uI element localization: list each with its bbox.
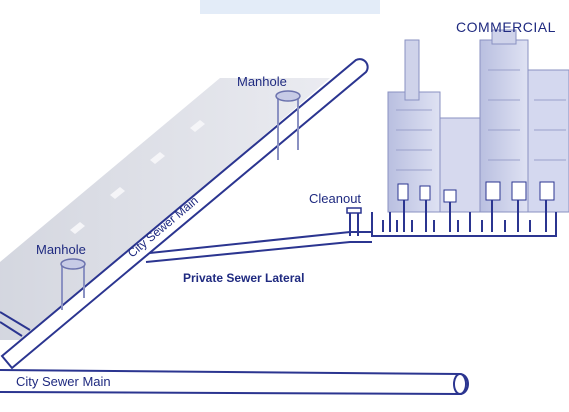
manhole-upper bbox=[275, 90, 301, 160]
side-branch-pipe bbox=[0, 311, 31, 337]
building-drains bbox=[371, 200, 557, 237]
cleanout-label: Cleanout bbox=[309, 191, 361, 206]
cleanout-cap bbox=[346, 207, 362, 214]
commercial-buildings bbox=[387, 29, 569, 213]
street-shadow bbox=[0, 78, 330, 340]
street-dashes bbox=[150, 152, 165, 164]
street-dash bbox=[70, 222, 85, 234]
city-sewer-main-bottom-pipe bbox=[0, 369, 469, 396]
street-dash bbox=[110, 187, 125, 199]
city-sewer-main-diagonal-pipe bbox=[0, 58, 369, 370]
street-dash bbox=[190, 120, 205, 132]
commercial-heading: COMMERCIAL bbox=[456, 19, 556, 35]
private-sewer-lateral-label: Private Sewer Lateral bbox=[183, 271, 304, 285]
private-sewer-lateral-pipe bbox=[139, 231, 372, 263]
manhole-upper-label: Manhole bbox=[237, 74, 287, 89]
manhole-lower-label: Manhole bbox=[36, 242, 86, 257]
city-sewer-main-bottom-label: City Sewer Main bbox=[16, 374, 111, 389]
top-banner-strip bbox=[200, 0, 380, 14]
manhole-lower bbox=[60, 258, 86, 310]
